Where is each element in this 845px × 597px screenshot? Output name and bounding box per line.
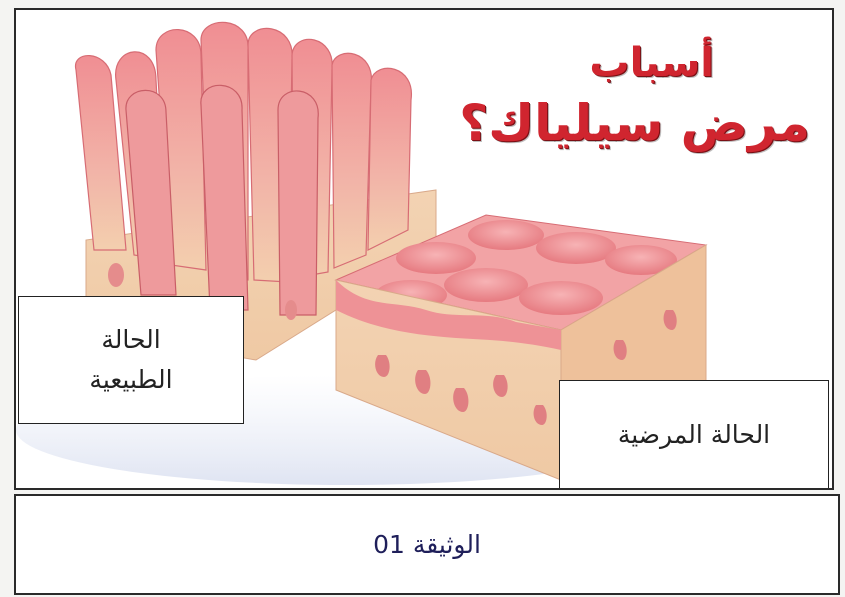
normal-state-label-line-1: الحالة [101,320,160,360]
normal-state-label-box: الحالة الطبيعية [18,296,244,424]
disease-state-label: الحالة المرضية [618,415,770,455]
title-line-1: أسباب [589,40,714,86]
document-label: الوثيقة 01 [373,530,481,559]
document-caption-box: الوثيقة 01 [14,494,840,595]
title-line-2: مرض سيلياك؟ [459,94,810,152]
normal-state-label-line-2: الطبيعية [89,360,172,400]
disease-state-label-box: الحالة المرضية [559,380,829,490]
figure-frame: أسباب مرض سيلياك؟ الحالة الطبيعية الحالة… [14,8,834,490]
